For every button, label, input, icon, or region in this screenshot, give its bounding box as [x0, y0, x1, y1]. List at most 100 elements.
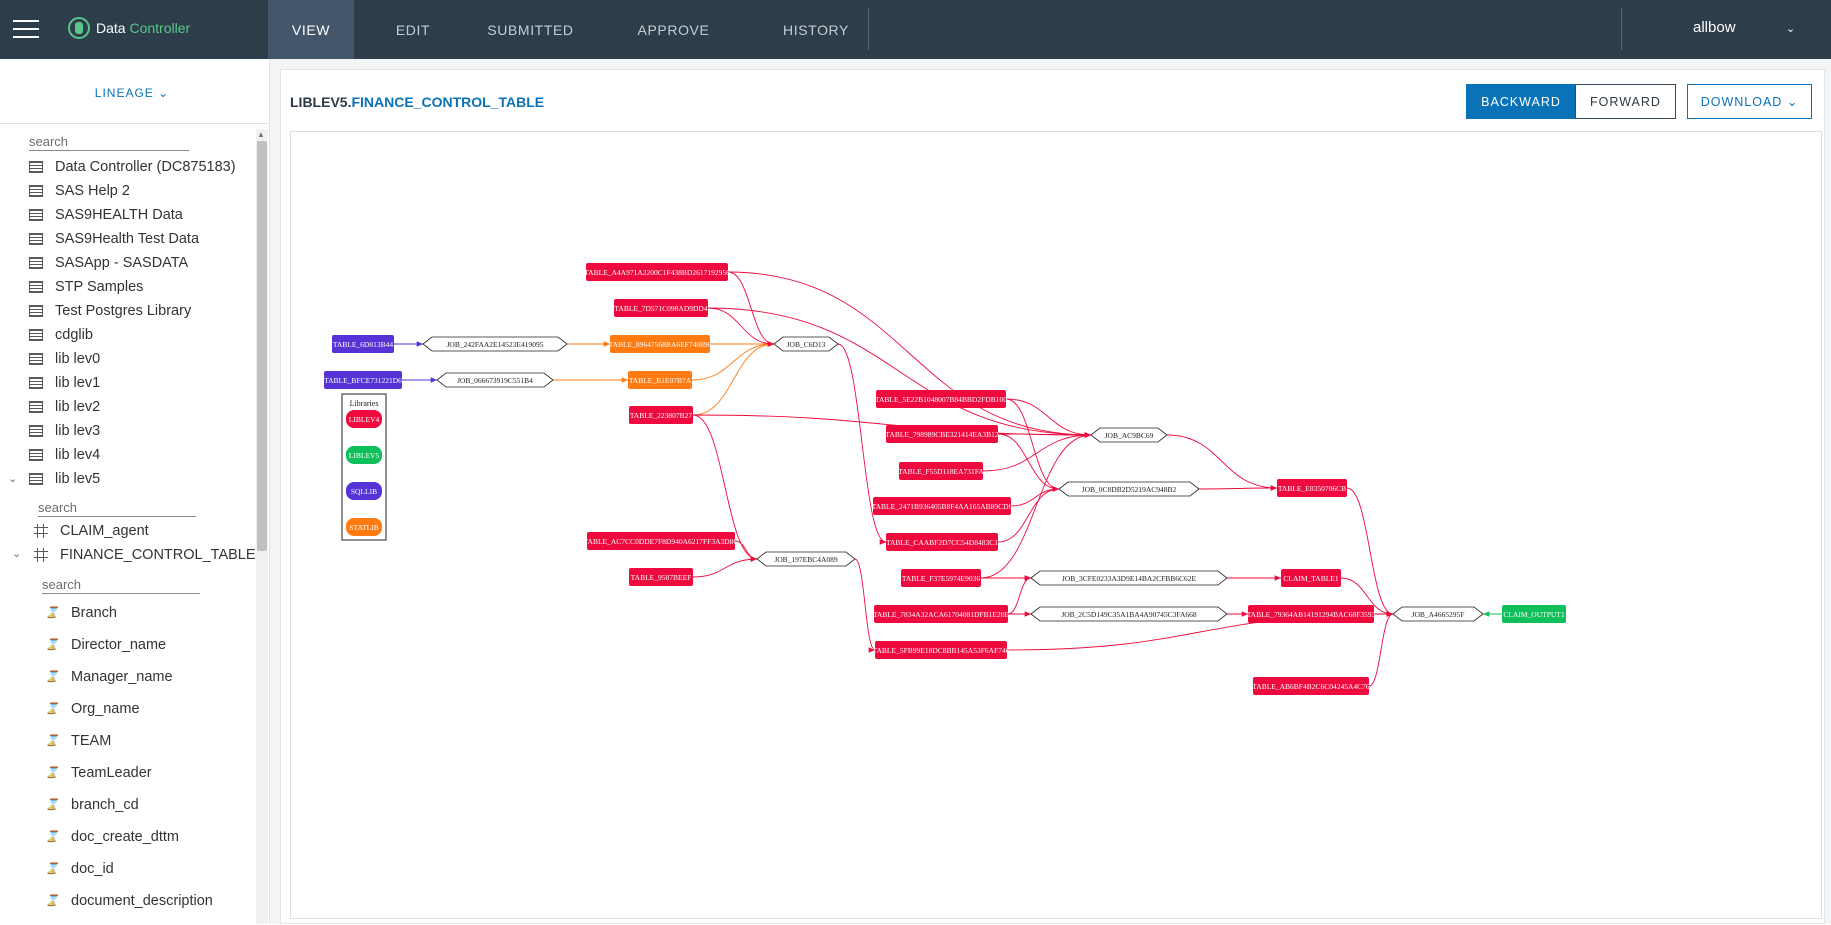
sidebar-item-column[interactable]: ⌛Org_name: [45, 701, 140, 717]
sidebar-item-library[interactable]: lib lev0: [29, 349, 100, 369]
sidebar-item-library[interactable]: lib lev3: [29, 421, 100, 441]
sidebar-item-library[interactable]: SAS9Health Test Data: [29, 229, 199, 249]
sidebar-item-table[interactable]: CLAIM_agent: [34, 521, 149, 541]
hamburger-menu-icon[interactable]: [13, 20, 39, 39]
table-node[interactable]: TABLE_B1E07B7A: [628, 371, 692, 389]
tab-history[interactable]: HISTORY: [783, 21, 849, 38]
table-node-box[interactable]: [587, 532, 735, 550]
chevron-down-icon[interactable]: ⌄: [1786, 23, 1796, 35]
table-node[interactable]: TABLE_5E22B1048007B84BBD2FDB100: [875, 390, 1007, 408]
table-node-box[interactable]: [1502, 605, 1566, 623]
sidebar-scrollbar-thumb[interactable]: [257, 141, 267, 551]
table-node-box[interactable]: [1248, 605, 1374, 623]
tab-view[interactable]: VIEW: [268, 0, 354, 59]
table-node[interactable]: TABLE_223807B27: [629, 406, 693, 424]
table-node[interactable]: TABLE_89647568BA6EF740896: [609, 335, 712, 353]
table-node[interactable]: TABLE_5FB99E18DC8BB145A53F6AF746: [873, 641, 1010, 659]
job-node[interactable]: JOB_197EBC4A089: [756, 551, 856, 567]
table-node-box[interactable]: [873, 497, 1011, 515]
job-node-shape[interactable]: [756, 551, 856, 567]
library-search-input[interactable]: [29, 133, 189, 151]
table-node[interactable]: TABLE_7D571C098AD9DD4: [614, 299, 708, 317]
table-node-box[interactable]: [876, 390, 1006, 408]
chevron-down-icon[interactable]: ⌄: [12, 548, 22, 560]
job-node[interactable]: JOB_0C8DB2D5219AC948B2: [1058, 481, 1200, 497]
job-node-shape[interactable]: [1392, 606, 1484, 622]
job-node[interactable]: JOB_A4665295F: [1392, 606, 1484, 622]
sidebar-item-column[interactable]: ⌛doc_create_dttm: [45, 829, 180, 845]
table-node-box[interactable]: [886, 425, 998, 443]
job-node[interactable]: JOB_3CFE0233A3D9E14BA2CFBB6C62E: [1030, 570, 1228, 586]
chevron-down-icon[interactable]: ⌄: [8, 473, 18, 485]
table-node-box[interactable]: [628, 371, 692, 389]
backward-button[interactable]: BACKWARD: [1466, 84, 1576, 119]
sidebar-item-library[interactable]: Data Controller (DC875183): [29, 157, 236, 177]
job-node[interactable]: JOB_C6D13: [773, 336, 839, 352]
column-search-input[interactable]: [42, 576, 200, 594]
table-node-box[interactable]: [886, 533, 998, 551]
sidebar-item-library[interactable]: lib lev2: [29, 397, 100, 417]
user-menu[interactable]: allbow: [1693, 19, 1736, 36]
table-node[interactable]: TABLE_2471B936405B8F4AA165AB89CD0: [872, 497, 1013, 515]
job-node[interactable]: JOB_242FAA2E14523E419095: [422, 336, 568, 352]
job-node-shape[interactable]: [1030, 606, 1228, 622]
app-logo[interactable]: Data Controller: [68, 17, 190, 39]
table-node-box[interactable]: [875, 641, 1007, 659]
sidebar-item-library[interactable]: SAS9HEALTH Data: [29, 205, 183, 225]
table-node[interactable]: TABLE_798989CBE321414EA3B12: [885, 425, 999, 443]
sidebar-item-column[interactable]: ⌛Branch: [45, 605, 117, 621]
sidebar-item-library[interactable]: lib lev4: [29, 445, 100, 465]
sidebar-item-library[interactable]: cdglib: [29, 325, 93, 345]
sidebar-item-column[interactable]: ⌛doc_id: [45, 861, 114, 877]
job-node[interactable]: JOB_AC9BC69: [1090, 427, 1168, 443]
table-node-box[interactable]: [899, 462, 983, 480]
tab-approve[interactable]: APPROVE: [637, 21, 710, 38]
sidebar-item-library[interactable]: SASApp - SASDATA: [29, 253, 188, 273]
table-node-box[interactable]: [901, 569, 981, 587]
table-node[interactable]: TABLE_6D813B44: [332, 335, 394, 353]
job-node-shape[interactable]: [1090, 427, 1168, 443]
sidebar-item-column[interactable]: ⌛branch_cd: [45, 797, 139, 813]
table-node[interactable]: TABLE_E8350706CB: [1277, 479, 1347, 497]
table-node-box[interactable]: [1253, 677, 1369, 695]
table-node[interactable]: TABLE_AC7CC0DDE7F8D940A6217FF3A3D8C: [584, 532, 739, 550]
table-node-box[interactable]: [324, 371, 402, 389]
table-node-box[interactable]: [586, 263, 728, 281]
table-node-box[interactable]: [610, 335, 710, 353]
lineage-dropdown[interactable]: LINEAGE ⌄: [94, 86, 170, 100]
sidebar-item-library[interactable]: lib lev1: [29, 373, 100, 393]
table-node-box[interactable]: [629, 406, 693, 424]
table-node-box[interactable]: [629, 568, 693, 586]
scroll-up-icon[interactable]: ▲: [257, 130, 265, 139]
table-node[interactable]: CLAIM_TABLE1: [1281, 569, 1341, 587]
job-node[interactable]: JOB_066673919C551B4: [436, 372, 554, 388]
download-button[interactable]: DOWNLOAD ⌄: [1687, 84, 1812, 119]
job-node-shape[interactable]: [422, 336, 568, 352]
table-node-box[interactable]: [1281, 569, 1341, 587]
table-node-box[interactable]: [614, 299, 708, 317]
tab-edit[interactable]: EDIT: [395, 21, 431, 38]
tab-submitted[interactable]: SUBMITTED: [487, 21, 574, 38]
table-node[interactable]: TABLE_A4A971A2200C1F438BD2617192956: [584, 263, 730, 281]
job-node-shape[interactable]: [1058, 481, 1200, 497]
forward-button[interactable]: FORWARD: [1575, 84, 1676, 119]
table-node[interactable]: TABLE_BFCE731221D6: [324, 371, 402, 389]
table-node-box[interactable]: [874, 605, 1008, 623]
sidebar-item-table-selected[interactable]: FINANCE_CONTROL_TABLE: [34, 545, 256, 565]
table-node[interactable]: TABLE_79364AB14191294BAC68F3593: [1247, 605, 1376, 623]
sidebar-item-library[interactable]: Test Postgres Library: [29, 301, 191, 321]
job-node-shape[interactable]: [436, 372, 554, 388]
table-node[interactable]: CLAIM_OUTPUT1: [1502, 605, 1566, 623]
job-node-shape[interactable]: [773, 336, 839, 352]
table-node[interactable]: TABLE_AB6BF4B2C6C04245A4C76: [1252, 677, 1370, 695]
table-node[interactable]: TABLE_9587BEEF: [629, 568, 693, 586]
table-node-box[interactable]: [332, 335, 394, 353]
sidebar-item-library-selected[interactable]: lib lev5: [29, 469, 100, 489]
table-node[interactable]: TABLE_F37E5974E9036: [901, 569, 981, 587]
table-node[interactable]: TABLE_F55D118EA731FA: [898, 462, 984, 480]
table-search-input[interactable]: [38, 499, 196, 517]
table-node[interactable]: TABLE_7834A32ACA61704081DFB1E20E: [873, 605, 1009, 623]
sidebar-item-library[interactable]: STP Samples: [29, 277, 143, 297]
sidebar-item-library[interactable]: SAS Help 2: [29, 181, 130, 201]
sidebar-item-column[interactable]: ⌛Manager_name: [45, 669, 173, 685]
